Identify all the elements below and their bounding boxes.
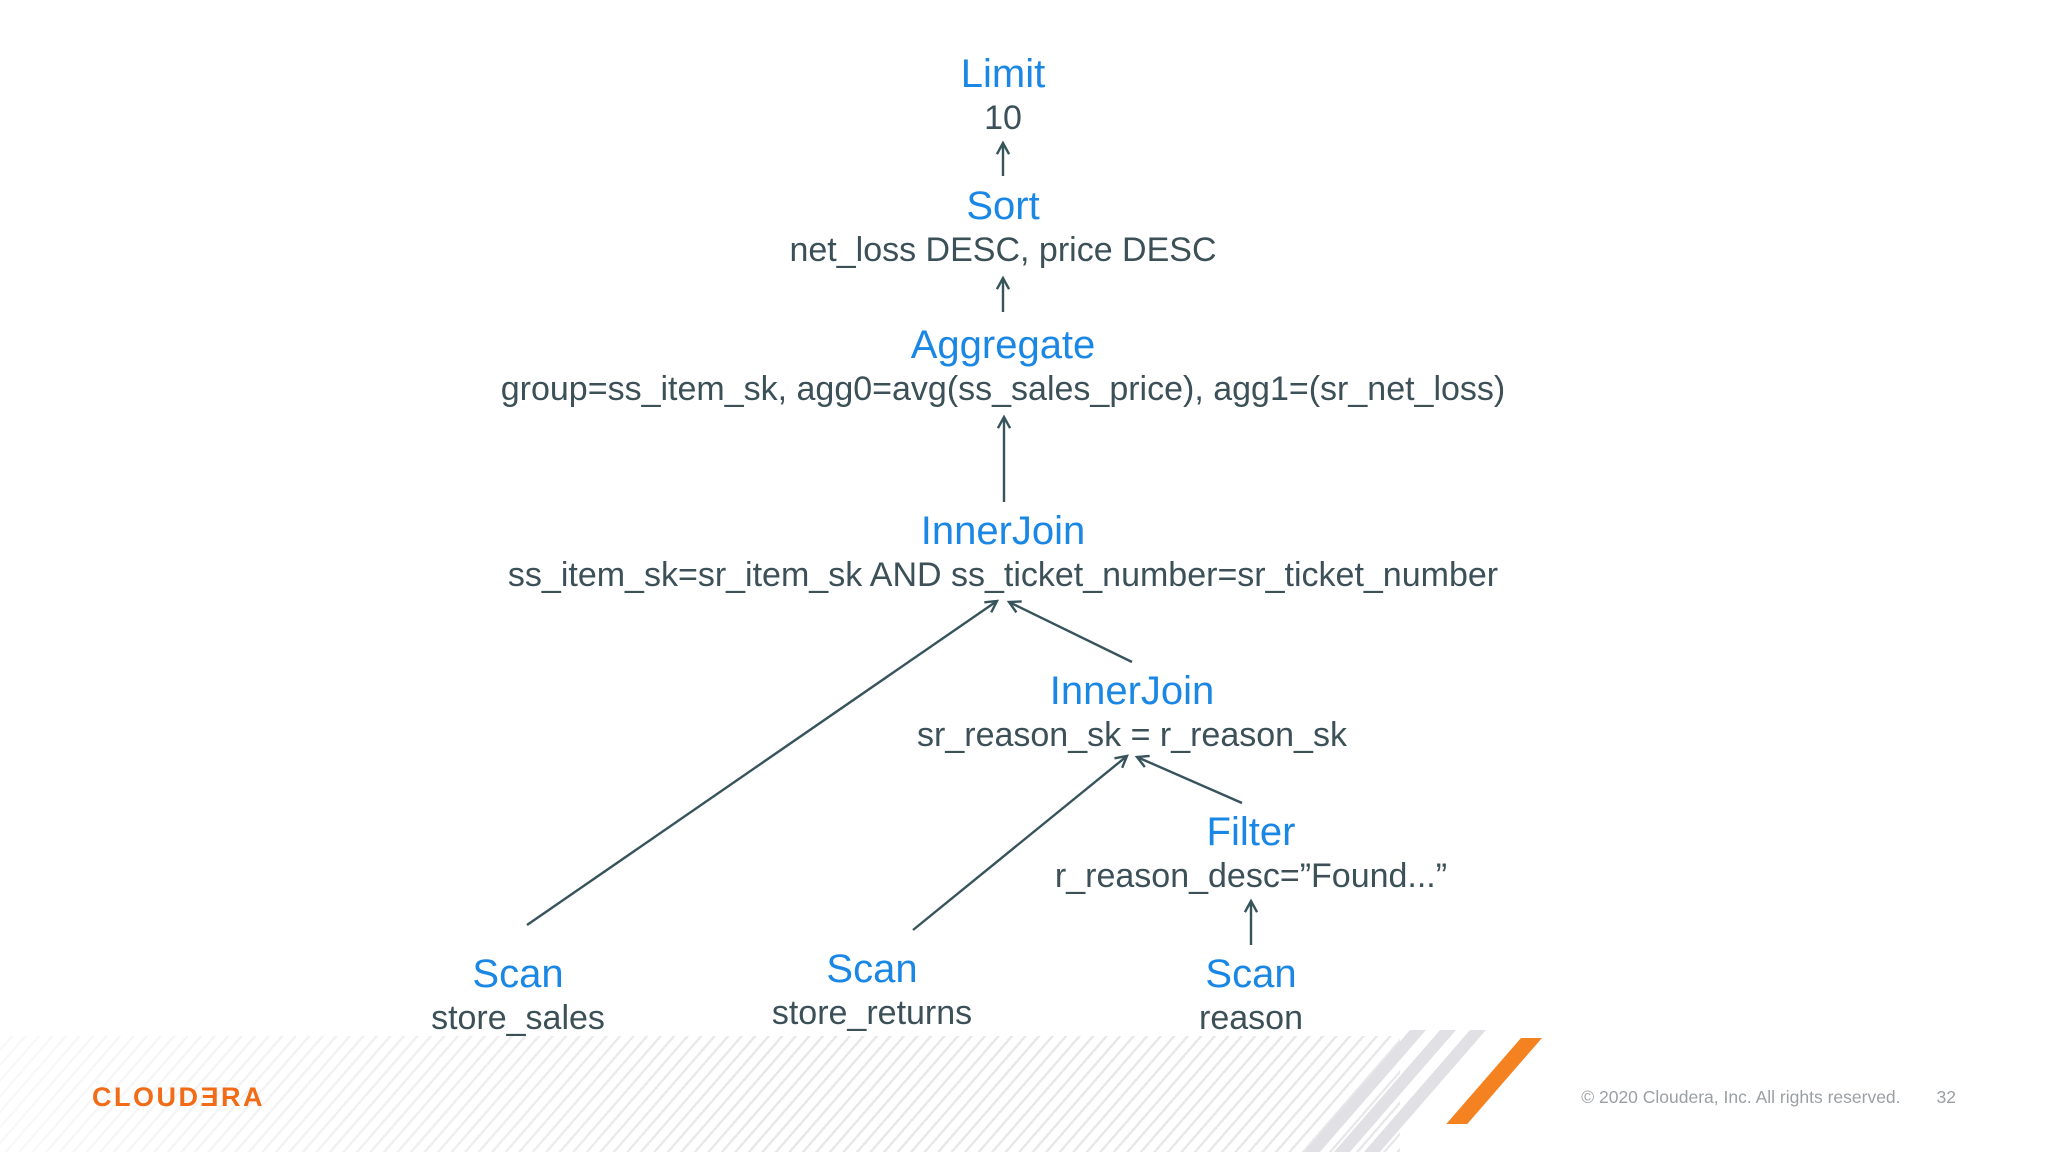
plan-node-title: InnerJoin — [1049, 669, 1215, 713]
plan-node-subtitle: net_loss DESC, price DESC — [789, 231, 1217, 269]
copyright-text: © 2020 Cloudera, Inc. All rights reserve… — [1581, 1087, 1901, 1107]
plan-node-subtitle: sr_reason_sk = r_reason_sk — [917, 716, 1347, 754]
plan-node-title: Filter — [1206, 810, 1296, 854]
plan-node-subtitle: ss_item_sk=sr_item_sk AND ss_ticket_numb… — [507, 556, 1499, 594]
plan-node-subtitle: store_returns — [771, 994, 973, 1032]
footer-meta: © 2020 Cloudera, Inc. All rights reserve… — [1581, 1087, 1956, 1108]
footer-orange-bar — [1446, 1038, 1542, 1124]
page-number: 32 — [1936, 1087, 1956, 1107]
plan-node-title: Limit — [960, 52, 1046, 96]
plan-node-title: Aggregate — [910, 323, 1096, 367]
edge-scan-store-sales-to-innerjoin-1 — [526, 599, 1000, 926]
plan-node-title: Scan — [472, 952, 564, 996]
plan-node-title: Scan — [826, 947, 918, 991]
plan-node-subtitle: r_reason_desc=”Found...” — [1054, 857, 1448, 895]
plan-node-subtitle: 10 — [984, 99, 1022, 137]
footer-diagonal-stripes — [0, 1036, 1400, 1152]
edge-filter-to-innerjoin-2 — [1134, 754, 1243, 805]
plan-node-title: Scan — [1205, 952, 1297, 996]
plan-node-title: InnerJoin — [920, 509, 1086, 553]
cloudera-logo: CLOUDƎRA — [92, 1082, 265, 1112]
edge-innerjoin-2-to-innerjoin-1 — [1006, 600, 1133, 664]
plan-node-subtitle: reason — [1199, 999, 1303, 1037]
plan-node-subtitle: group=ss_item_sk, agg0=avg(ss_sales_pric… — [500, 370, 1506, 408]
plan-node-title: Sort — [966, 184, 1040, 228]
plan-node-subtitle: store_sales — [431, 999, 605, 1037]
